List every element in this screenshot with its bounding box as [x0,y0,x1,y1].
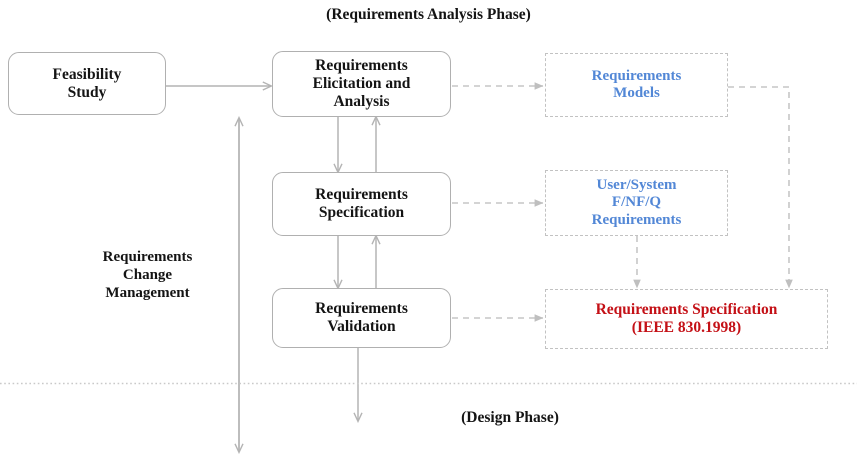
phase-label-bottom: (Design Phase) [461,409,559,426]
rcm-line-3: Management [105,285,190,301]
box-feasibility-study[interactable]: Feasibility Study [8,52,166,115]
box-user-system-line2: F/NF/Q [611,194,662,211]
box-user-system-line1: User/System [596,176,677,193]
box-validation-line2: Validation [327,318,396,335]
box-models-line2: Models [613,85,660,101]
box-ieee-line1: Requirements Specification [595,301,778,319]
rcm-line-1: Requirements [102,249,193,265]
box-user-system-line3: Requirements [591,211,682,228]
box-elicitation-line2: Elicitation and [312,75,411,93]
box-requirements-elicitation-and-analysis[interactable]: Requirements Elicitation and Analysis [272,51,451,117]
box-models-line1: Requirements [591,67,682,84]
box-specification-line1: Requirements [315,186,408,204]
requirements-change-management-label: Requirements Change Management [60,248,235,302]
rcm-line-2: Change [122,267,173,283]
box-ieee-line2: (IEEE 830.1998) [631,319,742,336]
box-elicitation-line1: Requirements [315,57,408,75]
box-requirements-specification[interactable]: Requirements Specification [272,172,451,236]
box-requirements-specification-ieee[interactable]: Requirements Specification (IEEE 830.199… [545,289,828,349]
box-requirements-models[interactable]: Requirements Models [545,53,728,117]
phase-label-top: (Requirements Analysis Phase) [326,6,531,23]
box-feasibility-study-line2: Study [67,83,107,101]
box-validation-line1: Requirements [315,300,408,318]
dashed-arrow-models-to-ieee-spec [728,86,793,289]
box-feasibility-study-line1: Feasibility [52,65,122,83]
box-requirements-validation[interactable]: Requirements Validation [272,288,451,348]
box-user-system-requirements[interactable]: User/System F/NF/Q Requirements [545,170,728,236]
box-specification-line2: Specification [318,204,405,221]
box-elicitation-line3: Analysis [333,92,390,110]
